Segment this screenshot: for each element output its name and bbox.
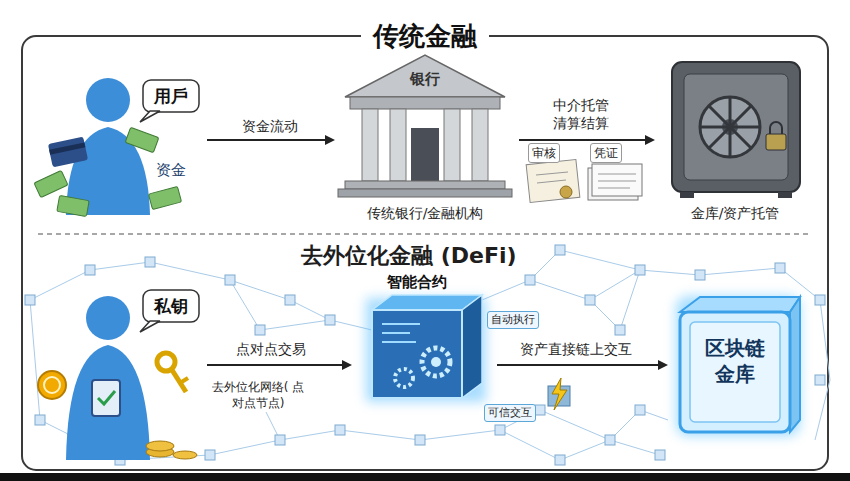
blockchain-vault (676, 296, 800, 436)
flow-arrow (207, 139, 333, 141)
tag-label: 凭证 (590, 143, 622, 163)
node-text: 银行 (335, 69, 515, 89)
flow-arrow (497, 364, 666, 366)
node-text: 区块链 金库 (700, 335, 770, 387)
tag-label: 自动执行 (487, 311, 539, 329)
flow-arrow (519, 139, 653, 141)
node-text: 金库/资产托管 (655, 203, 815, 223)
node-text: 私钥 (143, 290, 199, 322)
node-text: 传统银行/金融机构 (335, 203, 515, 223)
network-lines (30, 250, 830, 460)
documents (526, 159, 642, 202)
defi-user-node: 私钥 (38, 282, 205, 465)
node-text: 智能合约 (357, 272, 477, 292)
bottom-bar (0, 473, 850, 481)
tag-label: 审核 (528, 143, 560, 163)
divider (38, 233, 812, 235)
defi-user-figure (38, 290, 199, 460)
node-text: 资金 (146, 160, 196, 180)
edge-label: 中介托管 清算结算 (548, 96, 614, 132)
smart-contract-cube (366, 295, 486, 402)
diagram-title: 传统金融 (361, 20, 489, 52)
node-text: 用戶 (143, 80, 199, 112)
panel-frame (22, 36, 828, 470)
section-heading: 去外位化金融 (DeFi) (298, 240, 520, 271)
edge-label: 资产直接链上交互 (512, 340, 640, 358)
user-figure (34, 78, 199, 216)
network-note: 去外位化网络( 点对点节点) (205, 378, 311, 412)
flow-arrow (207, 364, 350, 366)
smart-contract-node: 智能合约 (352, 272, 495, 402)
edge-label: 点对点交易 (226, 340, 316, 358)
network-nodes (25, 245, 825, 465)
lightning-icon (548, 378, 570, 410)
edge-label: 资金流动 (232, 117, 308, 135)
bank-node: 银行传统银行/金融机构 (335, 52, 517, 225)
vault-node: 金库/资产托管 (655, 55, 817, 225)
tag-label: 可信交互 (484, 404, 536, 422)
vault (672, 62, 800, 198)
user-node: 用戶资金 (38, 72, 205, 220)
blockchain-vault-node: 区块链 金库 (668, 285, 815, 445)
